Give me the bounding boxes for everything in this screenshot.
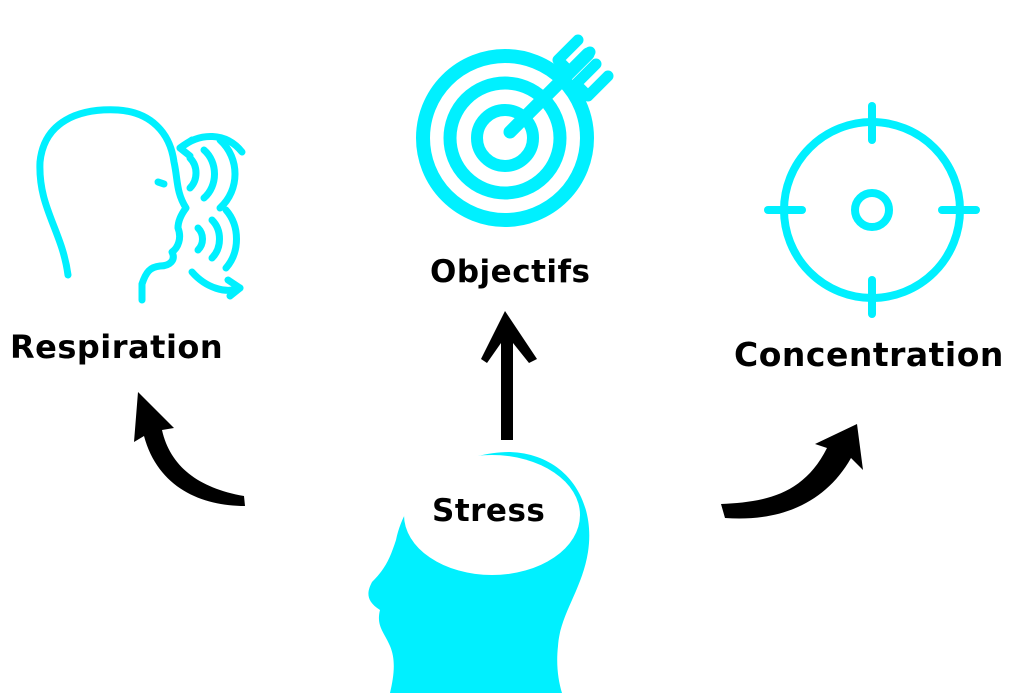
- arrow-to-respiration: [134, 392, 245, 506]
- arrow-to-concentration: [721, 424, 863, 519]
- head-silhouette-icon: [368, 452, 590, 693]
- concentration-label: Concentration: [734, 335, 1004, 374]
- crosshair-icon: [764, 102, 980, 318]
- target-arrow-icon: [416, 10, 614, 227]
- arrow-to-objectifs: [481, 311, 537, 440]
- objectifs-label: Objectifs: [430, 254, 591, 290]
- respiration-label: Respiration: [10, 328, 224, 366]
- stress-label: Stress: [432, 493, 546, 529]
- breathing-head-icon: [36, 106, 246, 304]
